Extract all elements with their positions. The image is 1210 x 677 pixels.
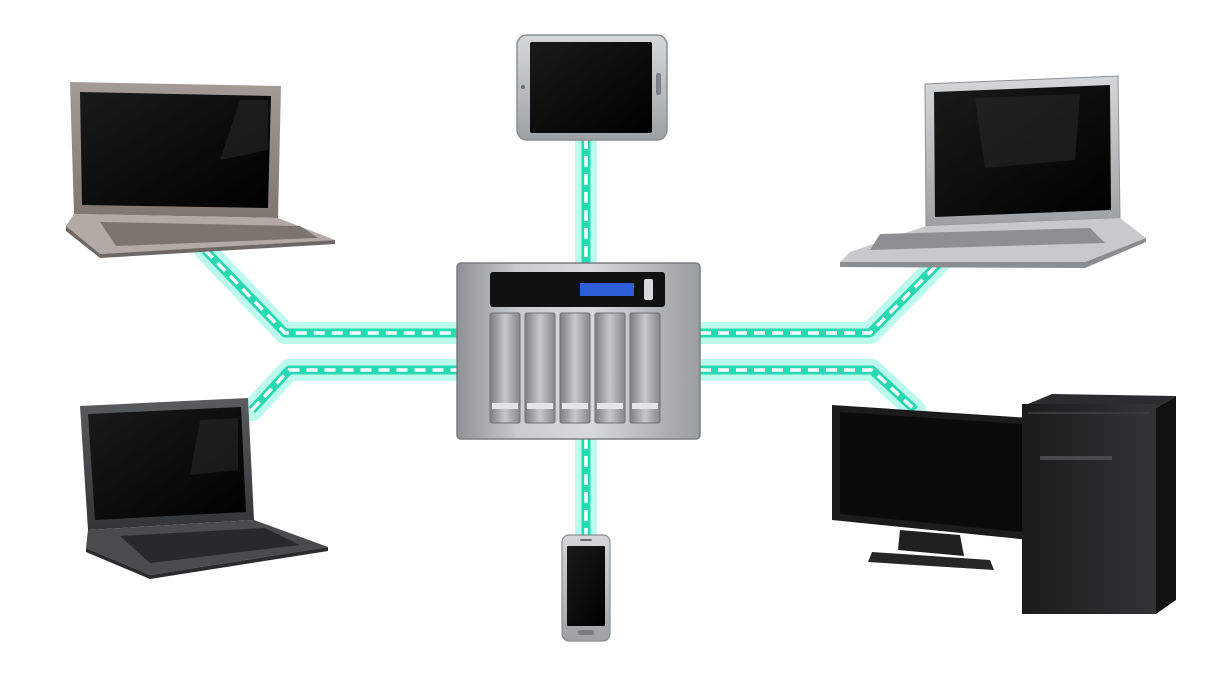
connections [194, 127, 951, 548]
link-laptop-top-left [194, 239, 469, 344]
link-desktop-bottom-right [689, 359, 926, 421]
laptop-icon [80, 398, 328, 579]
laptop-icon [66, 82, 335, 258]
link-laptop-top-right [689, 251, 951, 344]
tablet-icon [516, 34, 668, 141]
desktop-icon [832, 394, 1176, 614]
link-laptop-bottom-left [241, 359, 469, 421]
drive-bays [489, 312, 661, 424]
laptop-icon [840, 75, 1146, 268]
nas-icon [456, 262, 701, 440]
smartphone-icon [561, 534, 611, 642]
